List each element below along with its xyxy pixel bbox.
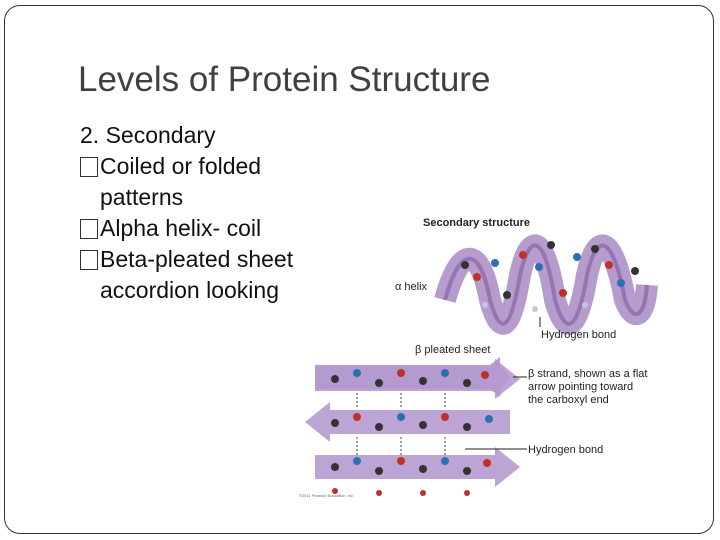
figure-copyright: ©2011 Pearson Education, Inc. <box>299 493 354 498</box>
body-line-1: 2. Secondary <box>80 122 216 148</box>
bullet-icon <box>80 219 98 239</box>
protein-structure-illustration: Secondary structure α helix Hydrogen bon… <box>299 217 658 498</box>
body-line-4: Alpha helix- coil <box>80 213 293 244</box>
bullet-icon <box>80 157 98 177</box>
body-line-5: Beta-pleated sheet <box>80 244 293 275</box>
bullet-icon <box>80 250 98 270</box>
body-line-2: Coiled or folded <box>80 151 293 182</box>
secondary-structure-figure: Secondary structure α helix Hydrogen bon… <box>295 205 705 505</box>
body-line-6: accordion looking <box>100 277 280 303</box>
helix-atoms <box>461 241 639 312</box>
slide-body: 2. Secondary Coiled or folded patterns A… <box>80 120 293 306</box>
beta-sheet-label: β pleated sheet <box>415 344 490 356</box>
beta-strand-2 <box>305 402 510 442</box>
figure-heading: Secondary structure <box>423 217 530 229</box>
hydrogen-bond-label-bottom: Hydrogen bond <box>528 444 603 456</box>
slide-title: Levels of Protein Structure <box>78 60 491 99</box>
beta-strand-arrow-top <box>315 359 520 399</box>
alpha-helix-label: α helix <box>395 281 428 293</box>
strand-note-line-2: arrow pointing toward <box>528 381 633 393</box>
hydrogen-bond-label-top: Hydrogen bond <box>541 329 616 341</box>
strand-note-line-1: β strand, shown as a flat <box>528 368 647 380</box>
beta-strand-3 <box>315 447 520 487</box>
beta-sheet-atoms <box>331 369 493 496</box>
hydrogen-bond-lines <box>356 393 446 455</box>
strand-note-line-3: the carboxyl end <box>528 394 609 406</box>
body-line-3: patterns <box>100 184 184 210</box>
alpha-helix-ribbon <box>434 234 658 335</box>
